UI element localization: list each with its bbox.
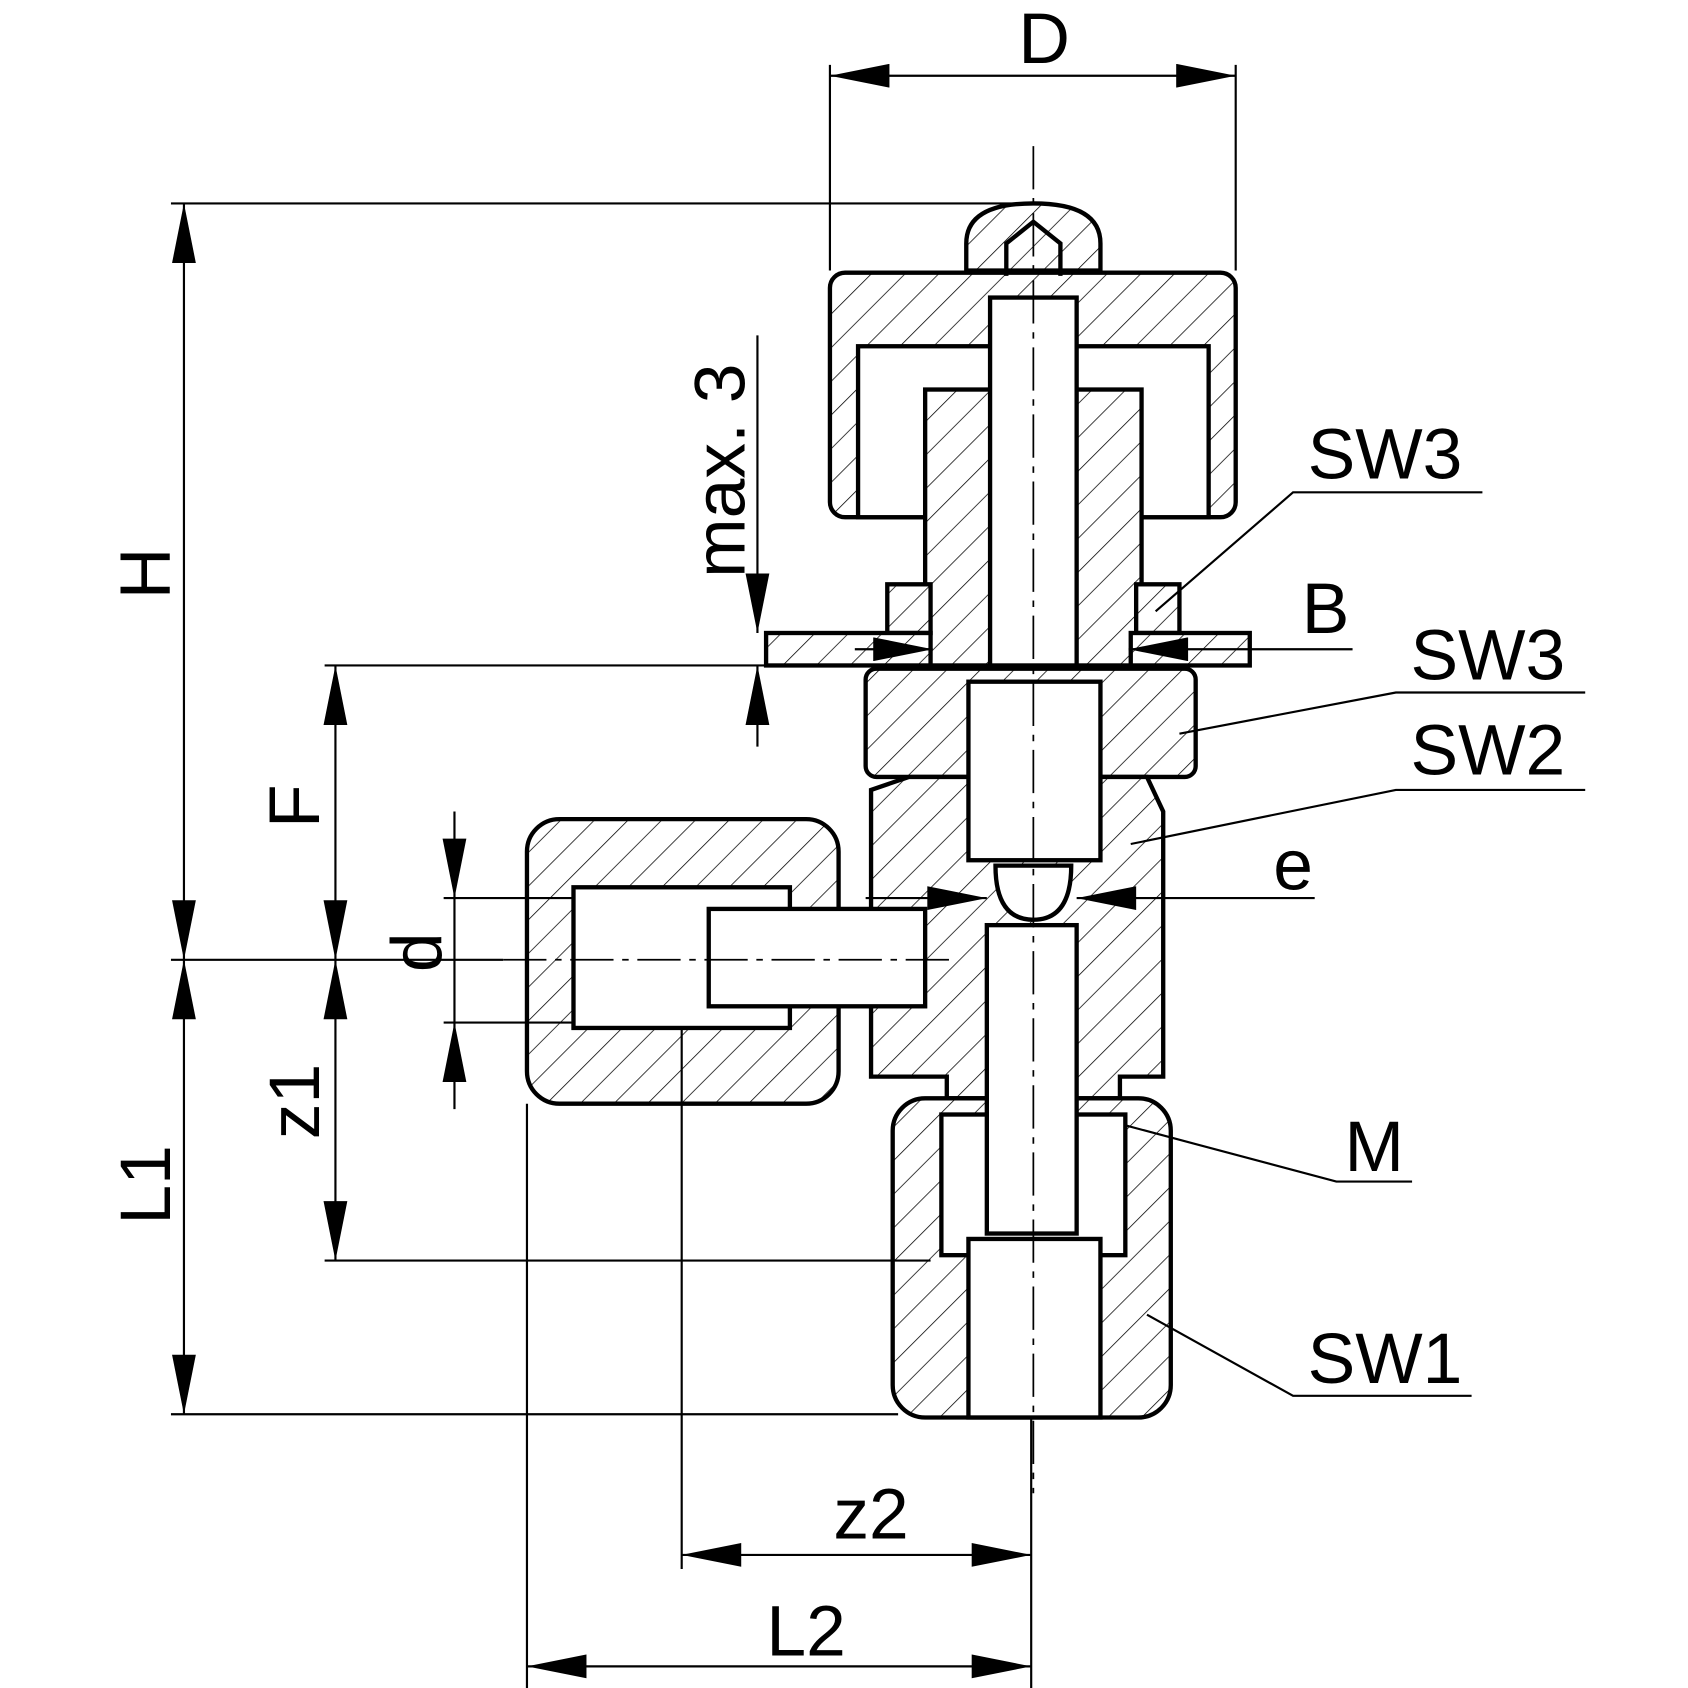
dim-label-L1: L1 bbox=[106, 1145, 186, 1224]
dim-label-B: B bbox=[1302, 569, 1350, 649]
callout-sw3-top: SW3 bbox=[1308, 414, 1463, 494]
dimension-lines bbox=[172, 63, 1353, 1679]
callout-leaders bbox=[1125, 491, 1586, 1397]
dim-label-max3: max. 3 bbox=[680, 364, 760, 578]
bottom-pipe bbox=[966, 1236, 1103, 1420]
callout-m: M bbox=[1344, 1107, 1403, 1187]
dim-label-F: F bbox=[255, 784, 335, 828]
dim-label-D: D bbox=[1018, 0, 1070, 79]
dim-label-z1: z1 bbox=[255, 1064, 335, 1139]
stem-hex bbox=[966, 679, 1103, 863]
dim-label-d: d bbox=[377, 932, 457, 972]
dim-label-e: e bbox=[1273, 825, 1313, 905]
dim-label-H: H bbox=[106, 548, 186, 600]
side-pipe bbox=[706, 906, 928, 1009]
dim-label-z2: z2 bbox=[833, 1475, 908, 1555]
dim-label-L2: L2 bbox=[766, 1592, 845, 1672]
valve-body bbox=[524, 201, 1252, 1420]
callout-sw3-mid: SW3 bbox=[1410, 616, 1565, 696]
panel-nut-left bbox=[885, 582, 933, 636]
inner-bore bbox=[984, 922, 1079, 1236]
callout-sw1: SW1 bbox=[1308, 1319, 1463, 1399]
callout-sw2: SW2 bbox=[1410, 711, 1565, 791]
